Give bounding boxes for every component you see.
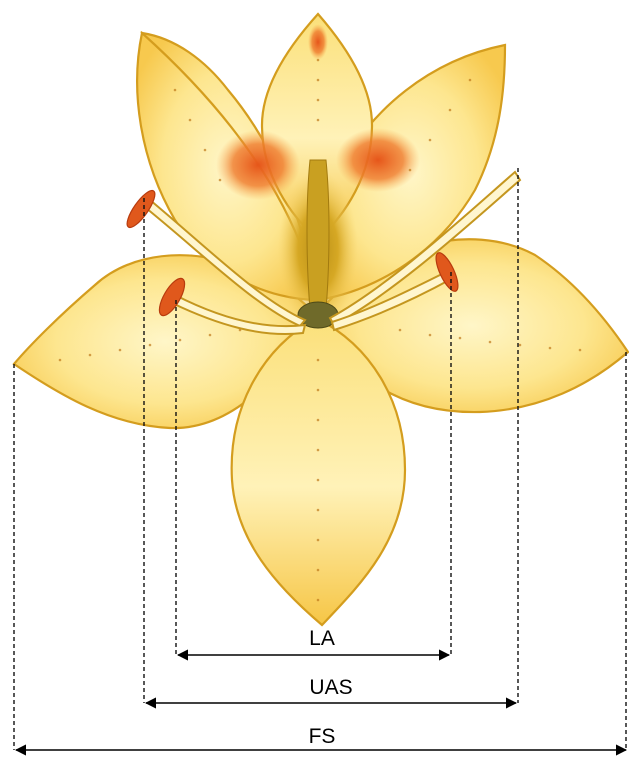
lily-flower — [14, 14, 628, 625]
label-uas: UAS — [309, 676, 352, 699]
throat-spot-right — [336, 128, 420, 192]
style-column — [307, 160, 329, 310]
throat-spot-left — [216, 130, 300, 200]
throat-spot-top — [308, 24, 328, 60]
label-la: LA — [309, 627, 335, 650]
label-fs: FS — [309, 725, 336, 748]
measurement-labels: LA UAS FS — [309, 627, 353, 748]
